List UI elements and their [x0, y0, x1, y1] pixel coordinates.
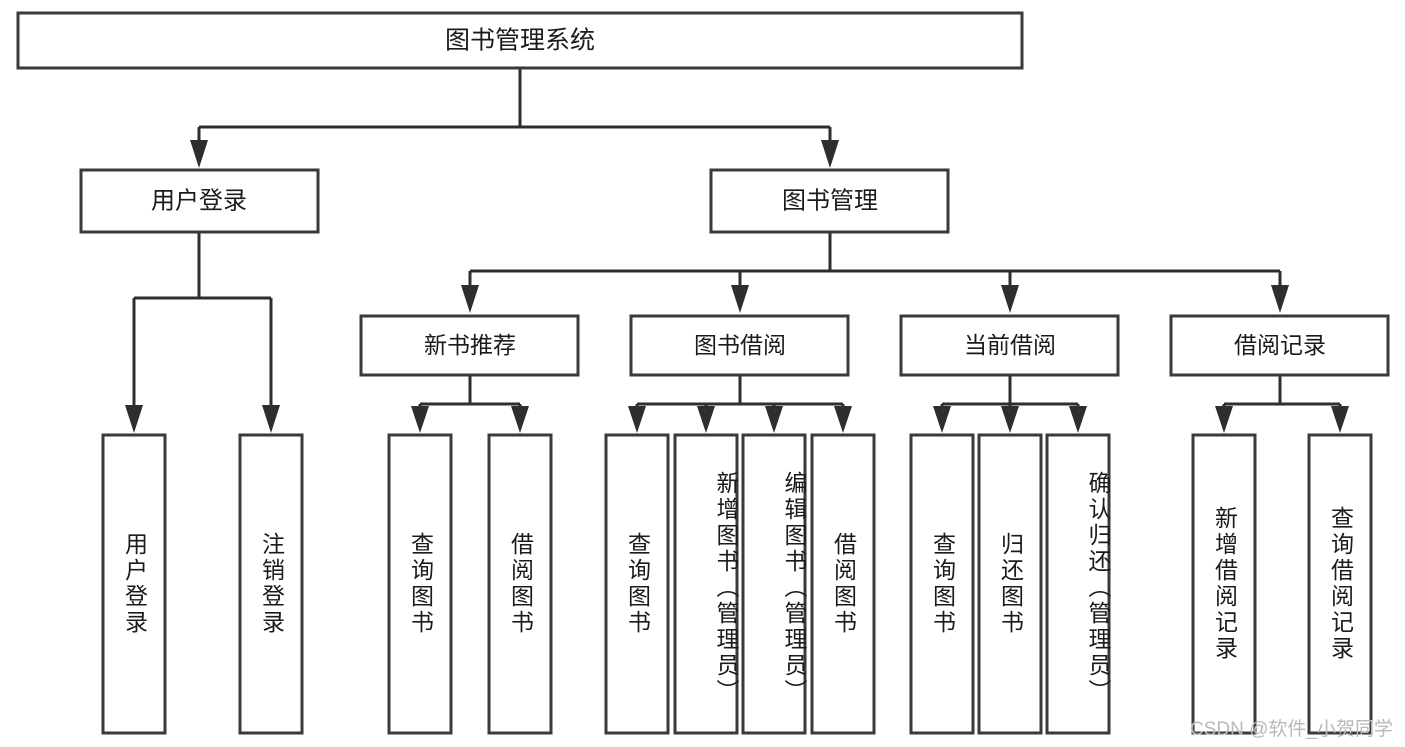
connector-layer	[125, 68, 1349, 433]
arrow-leaf-bb-edit	[765, 406, 783, 433]
node-root[interactable]: 图书管理系统	[16, 11, 1024, 70]
node-book-manage[interactable]: 图书管理	[709, 168, 950, 234]
arrow-leaf-br-query	[1331, 406, 1349, 433]
arrow-to-new-book	[461, 285, 479, 313]
leaf-box-user-login[interactable]	[101, 433, 167, 735]
leaf-box-br-add-record[interactable]	[1191, 433, 1257, 735]
arrow-to-current-borrow	[1001, 285, 1019, 313]
leaf-box-cb-confirm-return[interactable]	[1045, 433, 1111, 735]
node-new-book-recommend[interactable]: 新书推荐	[359, 314, 580, 377]
leaf-box-br-query-record[interactable]	[1307, 433, 1373, 735]
arrow-leaf-nb-query	[411, 406, 429, 433]
node-current-borrow[interactable]: 当前借阅	[899, 314, 1120, 377]
arrow-leaf-user-login	[125, 405, 143, 433]
leaf-box-nb-borrow-book[interactable]	[487, 433, 553, 735]
node-root-box[interactable]	[16, 11, 1024, 70]
node-borrow-record[interactable]: 借阅记录	[1169, 314, 1390, 377]
leaf-box-bb-query-book[interactable]	[604, 433, 670, 735]
arrow-leaf-bb-query	[628, 406, 646, 433]
arrow-leaf-bb-borrow	[834, 406, 852, 433]
arrow-leaf-cb-return	[1001, 406, 1019, 433]
node-book-borrow-box[interactable]	[629, 314, 850, 377]
leaf-box-bb-borrow-book[interactable]	[810, 433, 876, 735]
arrow-leaf-logout	[262, 405, 280, 433]
arrow-to-book-manage	[821, 140, 839, 168]
node-new-book-recommend-label: 新书推荐	[424, 332, 516, 358]
watermark: CSDN @软件_小贺同学	[1190, 719, 1393, 740]
node-current-borrow-label: 当前借阅	[964, 332, 1056, 358]
arrow-to-book-borrow	[731, 285, 749, 313]
leaf-box-bb-add-book[interactable]	[673, 433, 739, 735]
node-user-login-box[interactable]	[79, 168, 320, 234]
leaf-box-bb-edit-book[interactable]	[741, 433, 807, 735]
node-book-manage-label: 图书管理	[782, 187, 878, 214]
node-borrow-record-box[interactable]	[1169, 314, 1390, 377]
arrow-leaf-br-add	[1215, 406, 1233, 433]
node-current-borrow-box[interactable]	[899, 314, 1120, 377]
leaf-box-cb-query-book[interactable]	[909, 433, 975, 735]
arrow-to-user-login	[190, 140, 208, 168]
node-book-borrow-label: 图书借阅	[694, 332, 786, 358]
leaf-box-cb-return-book[interactable]	[977, 433, 1043, 735]
node-book-manage-box[interactable]	[709, 168, 950, 234]
node-borrow-record-label: 借阅记录	[1234, 332, 1326, 358]
leaf-boxes	[101, 433, 1373, 735]
node-new-book-recommend-box[interactable]	[359, 314, 580, 377]
leaf-box-nb-query-book[interactable]	[387, 433, 453, 735]
arrow-leaf-nb-borrow	[511, 406, 529, 433]
node-user-login-label: 用户登录	[151, 187, 247, 214]
arrow-to-borrow-record	[1271, 285, 1289, 313]
node-root-label: 图书管理系统	[445, 27, 595, 55]
arrow-leaf-cb-confirm	[1069, 406, 1087, 433]
leaf-box-logout[interactable]	[238, 433, 304, 735]
arrow-leaf-bb-add	[697, 406, 715, 433]
arrow-leaf-cb-query	[933, 406, 951, 433]
node-user-login[interactable]: 用户登录	[79, 168, 320, 234]
node-book-borrow[interactable]: 图书借阅	[629, 314, 850, 377]
